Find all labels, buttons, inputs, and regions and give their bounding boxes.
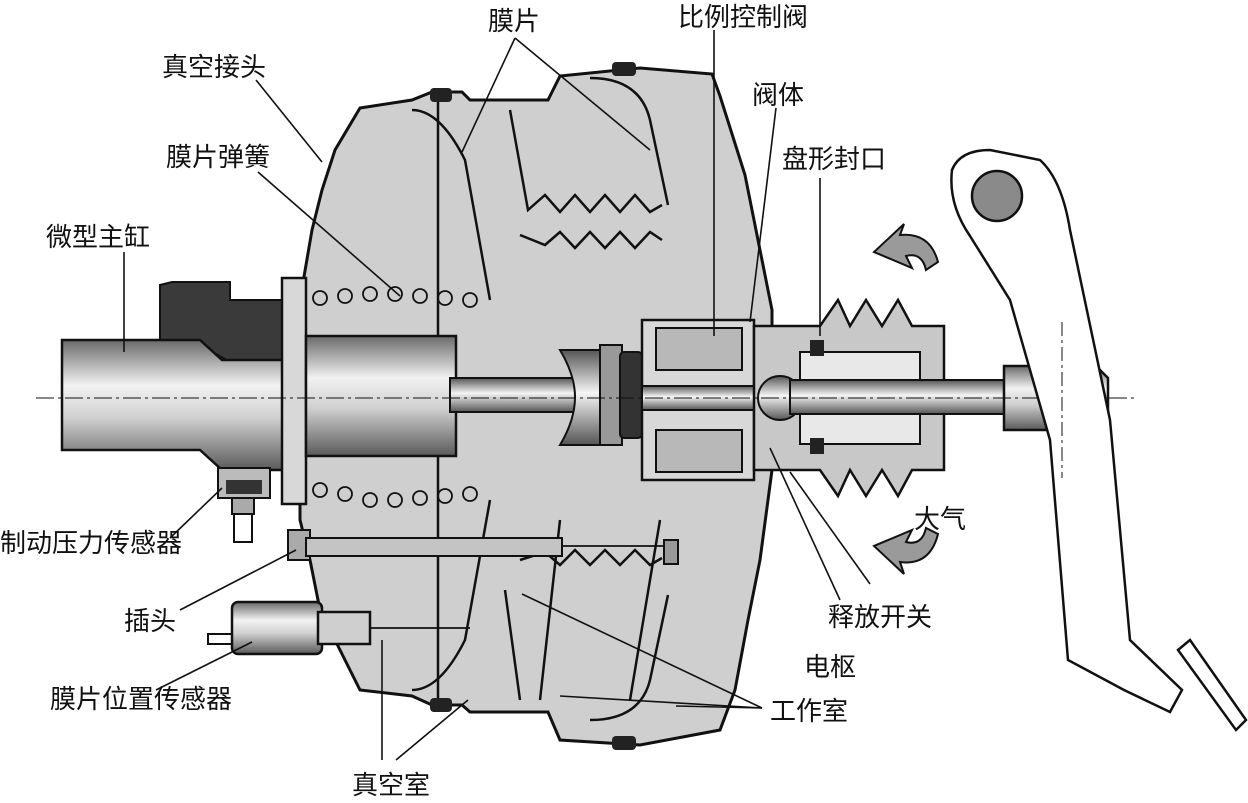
housing-seal [612,736,636,750]
brake-pedal [950,148,1248,732]
label-diaphragm-spring: 膜片弹簧 [166,143,270,173]
disc-seal [810,340,824,356]
atmosphere-arrows [872,223,940,575]
plug-connector [287,529,679,565]
label-plug: 插头 [124,607,176,637]
diaphragm-position-sensor [207,600,470,656]
label-atmosphere: 大气 [914,505,966,535]
label-valve-body: 阀体 [752,81,804,111]
label-armature: 电枢 [804,653,856,683]
label-diaphragm: 膜片 [488,7,540,37]
label-proportional-valve: 比例控制阀 [678,3,808,33]
micro-master-cylinder [60,276,458,506]
diaphragms [411,76,670,722]
label-release-switch: 释放开关 [828,603,932,633]
housing-seal [430,88,452,102]
leader-lines [123,30,871,761]
disc-seal [810,438,824,454]
housing-seal [430,698,452,712]
label-brake-pressure-sensor: 制动压力传感器 [0,529,182,559]
housing-seal [612,62,636,76]
label-micro-master-cylinder: 微型主缸 [46,223,150,253]
label-diaphragm-position-sensor: 膜片位置传感器 [50,685,232,715]
label-vacuum-chamber: 真空室 [352,771,430,801]
labels: 真空接头 膜片 比例控制阀 阀体 盘形封口 膜片弹簧 微型主缸 制动压力传感器 … [0,3,966,801]
brake-pressure-sensor [217,467,271,543]
label-disc-seal: 盘形封口 [782,145,886,175]
label-vacuum-connector: 真空接头 [162,53,266,83]
diaphragm-spring [312,286,478,508]
label-working-chamber: 工作室 [770,697,848,727]
